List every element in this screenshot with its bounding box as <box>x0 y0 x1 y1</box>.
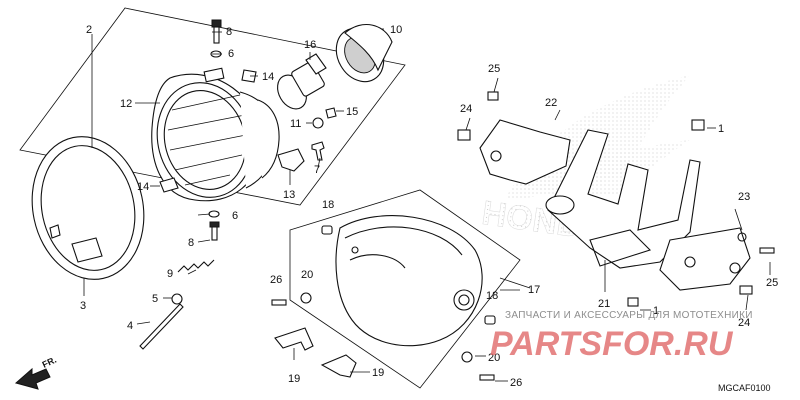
label-19b: 19 <box>372 367 384 379</box>
housing-group-box <box>289 189 521 389</box>
label-14: 14 <box>262 71 274 83</box>
label-18b: 18 <box>486 290 498 302</box>
label-1b: 1 <box>653 305 659 317</box>
label-22: 22 <box>545 97 557 109</box>
housing-hardware <box>271 225 496 381</box>
mounting-plate <box>659 227 775 295</box>
label-19: 19 <box>288 373 300 385</box>
label-24: 24 <box>460 103 472 115</box>
label-1: 1 <box>718 123 724 135</box>
rubber-dust-cover <box>335 24 393 83</box>
headlight-housing <box>335 215 483 347</box>
label-26: 26 <box>270 274 282 286</box>
bracket-upper <box>457 91 571 185</box>
label-25b: 25 <box>766 277 778 289</box>
label-5: 5 <box>152 293 158 305</box>
svg-text:FR.: FR. <box>41 355 58 370</box>
label-8: 8 <box>226 26 232 38</box>
part-number-labels: 2 3 4 5 9 8 6 14 12 8 6 14 11 15 16 10 1… <box>80 24 778 389</box>
headlight-stay <box>545 119 705 307</box>
label-12: 12 <box>120 98 132 110</box>
headlight-rim <box>31 136 145 280</box>
label-23: 23 <box>738 191 750 203</box>
label-3: 3 <box>80 300 86 312</box>
label-2: 2 <box>86 24 92 36</box>
label-26b: 26 <box>510 377 522 389</box>
label-11: 11 <box>290 118 301 130</box>
label-16: 16 <box>304 39 316 51</box>
label-15: 15 <box>346 106 358 118</box>
label-25: 25 <box>488 63 500 75</box>
headlight-bulb <box>277 53 327 110</box>
catalog-code: MGCAF0100 <box>718 383 771 393</box>
leader-lines <box>83 28 771 382</box>
label-8b: 8 <box>188 237 194 249</box>
label-7: 7 <box>314 164 320 176</box>
headlight-unit <box>151 67 280 202</box>
watermark-tagline: ЗАПЧАСТИ И АКСЕССУАРЫ ДЛЯ МОТОТЕХНИКИ <box>505 310 753 321</box>
front-direction-arrow: FR. <box>14 355 58 390</box>
watermark-brand: PARTSFOR.RU <box>490 325 734 363</box>
label-9: 9 <box>167 268 173 280</box>
label-18: 18 <box>322 199 334 211</box>
label-21: 21 <box>598 298 610 310</box>
small-hardware-bottom <box>139 210 220 350</box>
label-17: 17 <box>528 284 540 296</box>
label-14b: 14 <box>137 181 149 193</box>
label-20: 20 <box>301 269 313 281</box>
label-6b: 6 <box>232 210 238 222</box>
label-4: 4 <box>127 320 133 332</box>
label-6: 6 <box>228 48 234 60</box>
label-10: 10 <box>390 24 402 36</box>
small-hardware-top <box>159 19 337 193</box>
label-24b: 24 <box>738 317 750 329</box>
label-20b: 20 <box>488 352 500 364</box>
label-13: 13 <box>283 189 295 201</box>
